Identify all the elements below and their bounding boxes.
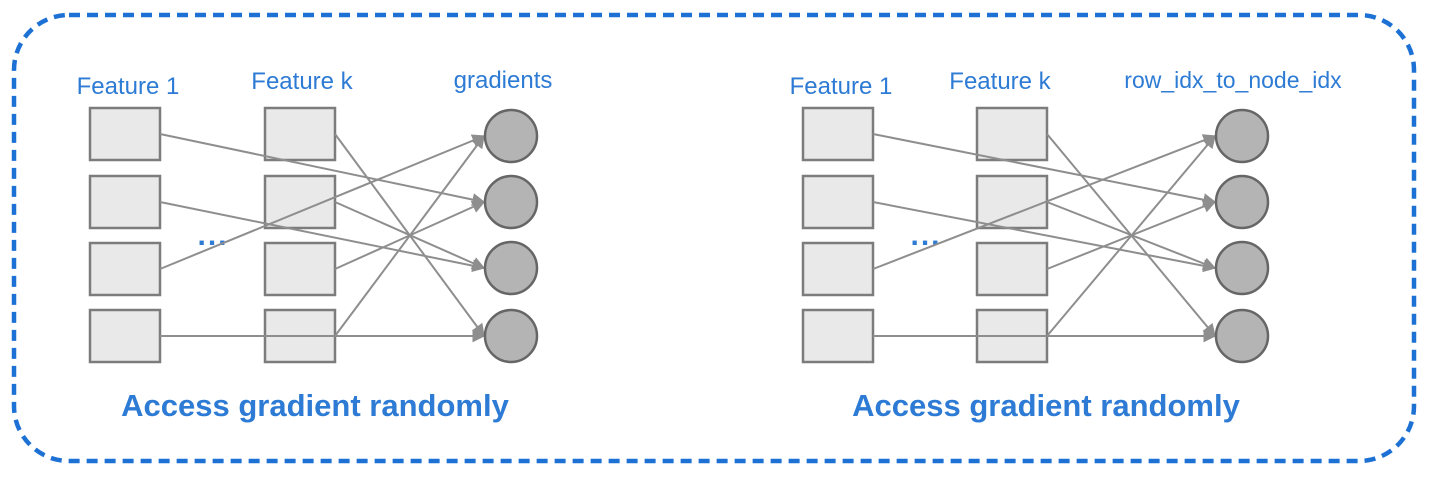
panel-gradients: Feature 1 Feature k gradients ... Access… bbox=[77, 67, 553, 423]
panel-caption: Access gradient randomly bbox=[121, 388, 509, 423]
ellipsis-dots: ... bbox=[910, 219, 941, 252]
feature1-box-row4 bbox=[88, 308, 162, 364]
gradient-node-4 bbox=[1214, 308, 1270, 364]
feature1-box-row2 bbox=[88, 174, 162, 230]
connection-arrow-feature1-row1 bbox=[872, 133, 1217, 207]
feature1-box-row1 bbox=[88, 106, 162, 162]
mapping-network bbox=[801, 106, 1270, 364]
featurek-box-row3 bbox=[975, 241, 1049, 297]
col2-label: Feature k bbox=[949, 68, 1051, 95]
connection-arrow-featurek-row4 bbox=[1046, 135, 1216, 337]
connection-arrow-feature1-row2 bbox=[159, 201, 486, 273]
feature1-box-row2 bbox=[801, 174, 875, 230]
gradient-node-2 bbox=[483, 174, 539, 230]
gradient-node-2 bbox=[1214, 174, 1270, 230]
feature1-box-row1 bbox=[801, 106, 875, 162]
feature1-box-row3 bbox=[88, 241, 162, 297]
featurek-box-row1 bbox=[263, 106, 337, 162]
connection-arrow-featurek-row4 bbox=[334, 134, 485, 337]
connection-arrow-feature1-row2 bbox=[872, 201, 1217, 273]
gradient-node-3 bbox=[483, 240, 539, 296]
gradient-node-1 bbox=[1214, 108, 1270, 164]
panel-row-idx-to-node-idx: Feature 1 Feature k row_idx_to_node_idx … bbox=[790, 67, 1343, 423]
ellipsis-dots: ... bbox=[197, 219, 228, 252]
feature1-box-row4 bbox=[801, 308, 875, 364]
gradient-node-3 bbox=[1214, 240, 1270, 296]
gradient-node-4 bbox=[483, 308, 539, 364]
featurek-box-row2 bbox=[975, 174, 1049, 230]
featurek-box-row3 bbox=[263, 241, 337, 297]
col1-label: Feature 1 bbox=[790, 73, 893, 100]
feature1-box-row3 bbox=[801, 241, 875, 297]
output-label: gradients bbox=[454, 67, 553, 94]
connection-arrow-feature1-row3 bbox=[159, 134, 486, 270]
panel-caption: Access gradient randomly bbox=[852, 388, 1240, 423]
connection-arrow-feature1-row1 bbox=[159, 133, 486, 206]
output-label: row_idx_to_node_idx bbox=[1124, 67, 1342, 93]
gradient-node-1 bbox=[483, 108, 539, 164]
mapping-network bbox=[88, 106, 539, 364]
featurek-box-row1 bbox=[975, 106, 1049, 162]
connection-arrow-feature1-row3 bbox=[872, 134, 1217, 270]
col2-label: Feature k bbox=[251, 68, 353, 95]
col1-label: Feature 1 bbox=[77, 73, 180, 100]
